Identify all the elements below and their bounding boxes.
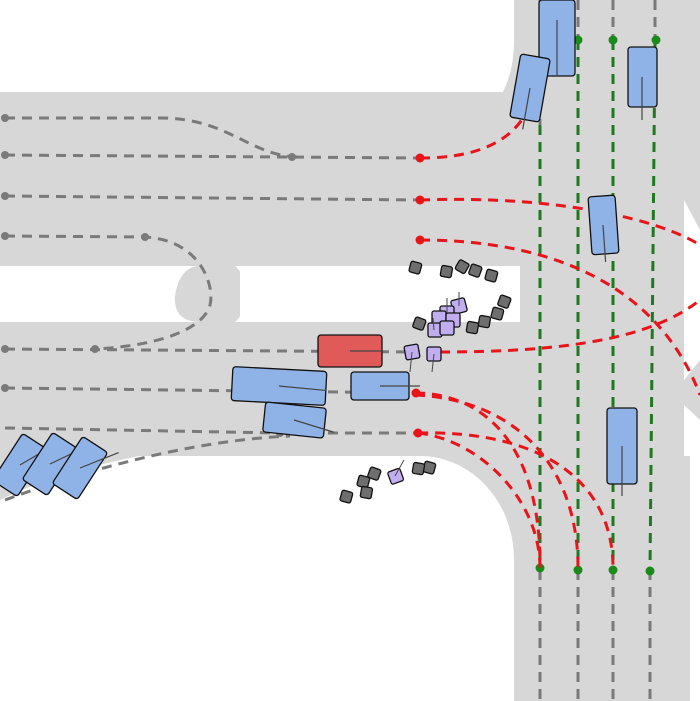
lane-node: [1, 151, 9, 159]
pedestrian: [367, 466, 382, 481]
lane-node: [141, 233, 149, 241]
red-lane-nodes: [411, 153, 425, 438]
pedestrian: [439, 264, 454, 279]
pedestrian: [484, 268, 499, 283]
upper-west-road: [0, 92, 520, 266]
southwest-curve-road: [420, 456, 690, 701]
green-lanes: [538, 39, 657, 571]
red-lane-8: [417, 431, 542, 569]
lane-node: [1, 345, 9, 353]
turnaround-connector: [170, 250, 240, 340]
pedestrian: [412, 316, 427, 331]
vehicle: [606, 407, 638, 496]
lane-gray-1: [5, 116, 301, 159]
pedestrian: [339, 489, 354, 504]
lane-node: [1, 192, 9, 200]
lane-node: [573, 565, 583, 575]
vehicle: [509, 53, 551, 130]
vehicle: [627, 46, 658, 120]
lane-node: [1, 384, 9, 392]
vehicle: [230, 366, 328, 406]
lane-node: [411, 388, 421, 398]
lane-node: [415, 195, 425, 205]
lane-node: [91, 345, 99, 353]
red-lane-3: [419, 238, 700, 396]
red-lanes: [414, 114, 700, 569]
lane-node: [573, 35, 583, 45]
red-lane-1: [419, 114, 527, 160]
vehicles: [0, 0, 658, 500]
lane-node: [535, 563, 545, 573]
green-lane-4: [648, 39, 657, 571]
pedestrian: [465, 320, 480, 335]
pedestrians: [339, 259, 512, 504]
pedestrian: [454, 259, 470, 275]
pedestrian: [468, 263, 483, 278]
median-island: [0, 266, 200, 322]
vehicle: [52, 436, 119, 500]
red-lane-5: [414, 391, 542, 566]
pedestrian: [411, 461, 426, 476]
lane-gray-4: [4, 234, 213, 351]
lane-gray-3: [4, 194, 421, 202]
cyclist: [439, 320, 455, 336]
pedestrian: [477, 314, 492, 329]
lane-node: [608, 565, 618, 575]
vehicle: [587, 194, 620, 262]
lane-node: [413, 428, 423, 438]
red-lane-4: [439, 298, 700, 354]
lane-node: [415, 235, 425, 245]
green-lane-nodes: [535, 35, 661, 576]
vehicle: [350, 371, 420, 401]
pedestrian: [408, 260, 423, 275]
cyclist: [387, 467, 405, 485]
lane-node: [651, 35, 661, 45]
vertical-road-flare: [684, 0, 700, 230]
lane-node: [288, 153, 296, 161]
pedestrian: [359, 485, 374, 500]
northwest-fillet: [420, 40, 514, 135]
ego-vehicle: [317, 334, 383, 368]
pedestrian: [497, 294, 512, 309]
lane-gray-2: [4, 153, 421, 160]
pedestrian: [490, 306, 505, 321]
lane-node: [608, 35, 618, 45]
lane-node: [415, 153, 425, 163]
lane-node: [1, 232, 9, 240]
lower-left-road: [0, 405, 280, 500]
lane-node: [1, 114, 9, 122]
vehicle: [262, 401, 335, 439]
vertical-road-flare-lower: [684, 360, 700, 420]
vehicle: [538, 0, 576, 77]
lane-node: [645, 566, 655, 576]
cyclist-headings: [394, 292, 460, 477]
red-lane-6: [414, 393, 580, 569]
